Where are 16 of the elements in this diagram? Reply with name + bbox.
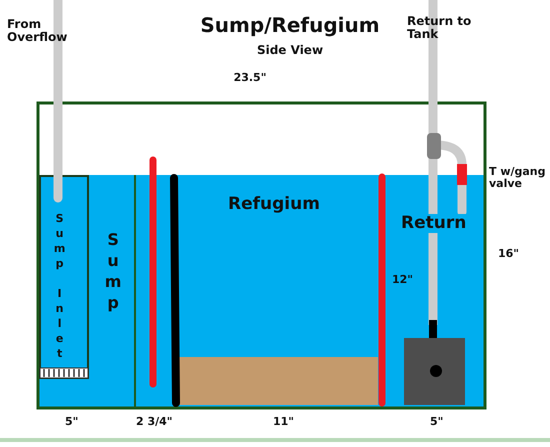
- chamber-label: Sump: [104, 230, 122, 314]
- chamber-label: Sump Inlet: [53, 212, 66, 362]
- dimension-label: 16": [498, 248, 520, 260]
- dimension-label: 12": [392, 274, 414, 286]
- annotation: T w/gang valve: [489, 166, 547, 190]
- chamber-label: Refugium: [228, 195, 320, 214]
- title: Sump/Refugium: [200, 14, 380, 36]
- annotation: Return to Tank: [407, 15, 472, 42]
- chamber-label: Return: [401, 214, 466, 233]
- dimension-label: 23.5": [232, 72, 268, 84]
- dimension-label: 5": [65, 416, 78, 428]
- annotation: From Overflow: [7, 18, 68, 44]
- subtitle: Side View: [256, 44, 324, 58]
- dimension-label: 2 3/4": [136, 416, 173, 428]
- dimension-label: 11": [273, 416, 294, 428]
- dimension-label: 5": [430, 416, 444, 428]
